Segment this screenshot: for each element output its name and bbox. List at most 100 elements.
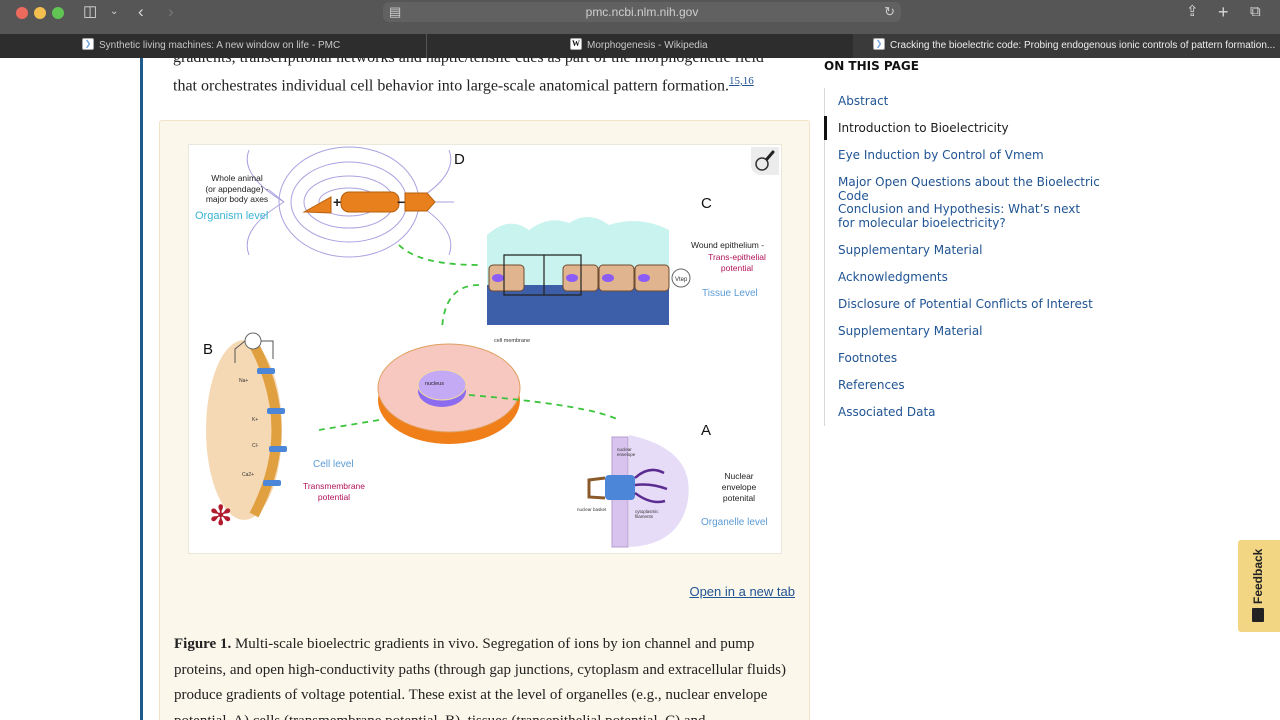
- url-text[interactable]: pmc.ncbi.nlm.nih.gov: [585, 5, 699, 19]
- back-icon[interactable]: ‹: [138, 2, 144, 21]
- nucleus: [417, 369, 467, 401]
- address-bar[interactable]: ▤ pmc.ncbi.nlm.nih.gov ↻: [383, 2, 901, 22]
- ion-label: Na+: [239, 378, 249, 384]
- section-rule: [140, 58, 143, 720]
- magnifier-icon: [755, 150, 775, 171]
- panel-a-letter: A: [701, 422, 712, 439]
- panel-c-letter: C: [701, 195, 712, 212]
- plus-sign: +: [333, 194, 341, 210]
- browser-toolbar: ◫ ⌄ ‹ › ▤ pmc.ncbi.nlm.nih.gov ↻ ⇪ + ⧉: [0, 0, 1280, 34]
- tab-synthetic-living-machines[interactable]: ❯ Synthetic living machines: A new window…: [0, 34, 426, 58]
- tab-cracking-bioelectric-code[interactable]: ❯Cracking the bioelectric code: Probing …: [853, 34, 1280, 58]
- toc-item-references[interactable]: References: [838, 378, 905, 392]
- tab-label: Cracking the bioelectric code: Probing e…: [890, 40, 1276, 51]
- cell-cytoplasm: [206, 340, 282, 520]
- sidebar-toggle-icon[interactable]: ◫: [83, 3, 98, 20]
- toc-title: ON THIS PAGE: [824, 59, 919, 73]
- tab-divider: [426, 34, 427, 58]
- cytoplasmic-filaments-label: cytoplasmic filaments: [635, 509, 659, 519]
- toc-item-open-questions[interactable]: Major Open Questions about the Bioelectr…: [838, 175, 1100, 203]
- toc-item-supplementary-2[interactable]: Supplementary Material: [838, 324, 983, 338]
- organelle-level-label: Organelle level: [701, 517, 768, 528]
- cell-membrane-label: cell membrane: [494, 338, 531, 344]
- paragraph-line: that orchestrates individual cell behavi…: [173, 68, 813, 99]
- nuclear-basket-label: nuclear basket: [577, 507, 607, 512]
- minimize-window-button[interactable]: [34, 7, 46, 19]
- label-line: Nuclear: [724, 471, 754, 481]
- forward-icon[interactable]: ›: [168, 2, 174, 21]
- vmem-meter: [244, 332, 262, 350]
- worm-tail: [302, 196, 332, 214]
- citation-link[interactable]: 15,16: [728, 75, 754, 87]
- tissue-basal: [487, 285, 669, 325]
- worm-head: [404, 192, 436, 212]
- share-icon[interactable]: ⇪: [1186, 3, 1199, 20]
- chevron-down-icon[interactable]: ⌄: [110, 6, 119, 17]
- label-line: Trans-epithelial: [708, 252, 766, 262]
- toc-active-indicator: [824, 116, 827, 140]
- open-in-new-tab-link[interactable]: Open in a new tab: [689, 584, 795, 599]
- reload-icon[interactable]: ↻: [884, 4, 895, 19]
- paragraph-text: that orchestrates individual cell behavi…: [173, 77, 729, 95]
- label-line: potential: [317, 492, 351, 502]
- transmembrane-potential-label: Transmembrane potential: [297, 481, 371, 503]
- tab-overview-icon[interactable]: ⧉: [1250, 3, 1261, 20]
- panel-b-letter: B: [203, 341, 214, 358]
- page-content: gradients, transcriptional networks and …: [0, 58, 1280, 720]
- label-line: envelope: [721, 482, 757, 492]
- toc-item-acknowledgments[interactable]: Acknowledgments: [838, 270, 948, 284]
- cytoplasm-region: [629, 435, 689, 547]
- vtep-meter: [671, 268, 691, 288]
- label-line: potential: [720, 263, 754, 273]
- ion-label: Cl-: [252, 443, 259, 449]
- zoom-figure-button[interactable]: [751, 147, 779, 175]
- nuclear-envelope-label: nuclear envelope: [617, 447, 636, 457]
- close-window-button[interactable]: [16, 7, 28, 19]
- current-loop: [503, 254, 582, 296]
- nuclear-basket: [587, 476, 606, 500]
- caption-text: Multi-scale bioelectric gradients in viv…: [174, 636, 786, 720]
- figure-caption: Figure 1. Multi-scale bioelectric gradie…: [174, 632, 794, 720]
- toc-item-conclusion[interactable]: Conclusion and Hypothesis: What’s next f…: [838, 202, 1081, 230]
- membrane: [249, 342, 282, 518]
- feedback-button[interactable]: Feedback: [1238, 540, 1280, 632]
- nuclear-envelope-potential-label: Nuclear envelope potenital: [709, 471, 769, 504]
- new-tab-icon[interactable]: +: [1218, 2, 1229, 22]
- transepithelial-potential-label: Trans-epithelial potential: [697, 252, 777, 274]
- paragraph-line: gradients, transcriptional networks and …: [173, 58, 813, 71]
- worm-body: [340, 191, 400, 213]
- label-line: Transmembrane: [302, 481, 366, 491]
- panel-d-description: Whole animal (or appendage) - major body…: [195, 173, 279, 205]
- tab-label: Morphogenesis - Wikipedia: [587, 40, 708, 51]
- reader-icon[interactable]: ▤: [389, 4, 402, 19]
- wound-epithelium-label: Wound epithelium -: [691, 240, 765, 250]
- label-line: major body axes: [205, 194, 269, 204]
- figure-image[interactable]: + − Vtep: [188, 144, 782, 554]
- ion-label: Ca2+: [242, 472, 255, 478]
- nucleus-label: nucleus: [425, 381, 444, 387]
- label-line: (or appendage) -: [205, 183, 269, 194]
- toc-item-associated-data[interactable]: Associated Data: [838, 405, 936, 419]
- tab-bar: ❯ Synthetic living machines: A new window…: [0, 34, 1280, 58]
- tab-morphogenesis[interactable]: W Morphogenesis - Wikipedia: [427, 34, 853, 58]
- toc-item-eye-induction[interactable]: Eye Induction by Control of Vmem: [838, 148, 1044, 162]
- pmc-icon: ❯: [82, 38, 94, 51]
- tab-label: Synthetic living machines: A new window …: [99, 40, 341, 51]
- label-line: potenital: [722, 493, 756, 503]
- toc-item-footnotes[interactable]: Footnotes: [838, 351, 898, 365]
- label-line: Whole animal: [211, 173, 263, 183]
- ion-label: K+: [252, 417, 259, 423]
- asterisk-icon: ✻: [209, 500, 232, 531]
- toc-rail: [824, 88, 825, 426]
- organism-level-label: Organism level: [195, 210, 269, 222]
- bioelectric-diagram: + − Vtep: [206, 146, 691, 548]
- svg-text:Vtep: Vtep: [675, 277, 688, 283]
- toc-item-introduction[interactable]: Introduction to Bioelectricity: [838, 121, 1009, 135]
- maximize-window-button[interactable]: [52, 7, 64, 19]
- wikipedia-icon: W: [570, 38, 582, 51]
- toc-item-abstract[interactable]: Abstract: [838, 94, 889, 108]
- toc-item-supplementary-1[interactable]: Supplementary Material: [838, 243, 983, 257]
- caption-label: Figure 1.: [174, 636, 232, 652]
- toc-item-disclosure[interactable]: Disclosure of Potential Conflicts of Int…: [838, 297, 1093, 311]
- figure-1: + − Vtep: [159, 120, 810, 720]
